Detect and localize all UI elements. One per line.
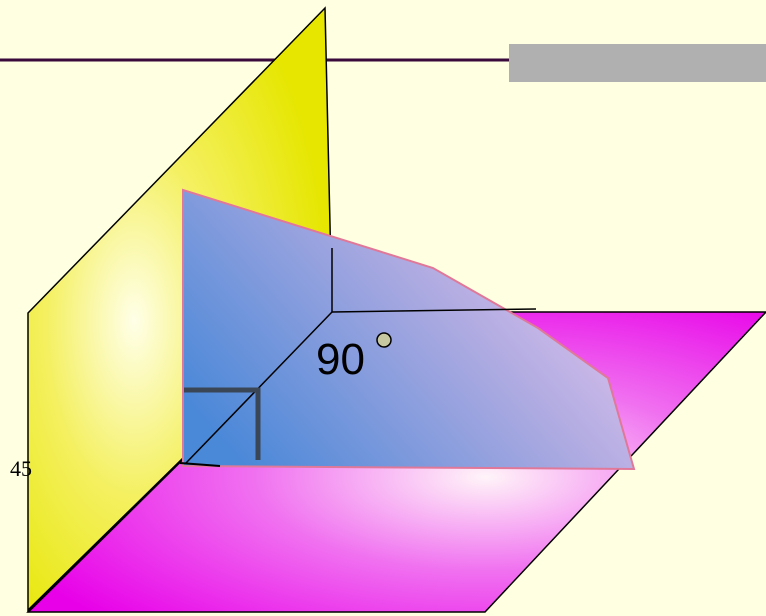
cutting-plane (182, 188, 636, 471)
horizontal-ray (331, 308, 537, 313)
degree-dot (376, 332, 392, 348)
angle-label: 90 (316, 335, 365, 384)
right-angle-mark (184, 387, 261, 460)
corner-label: 45 (10, 456, 32, 481)
base-tick (179, 462, 221, 467)
gray-title-bar (509, 44, 766, 82)
